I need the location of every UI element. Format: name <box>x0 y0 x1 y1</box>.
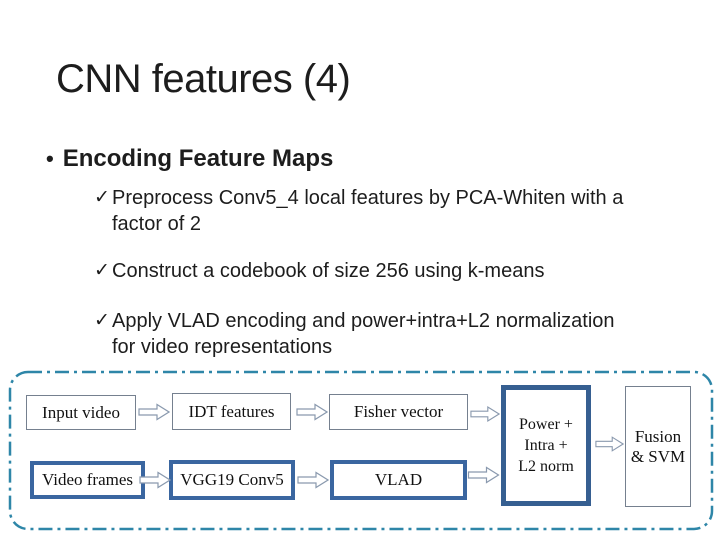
box-label: Fisher vector <box>353 402 444 421</box>
check-item-text: Preprocess Conv5_4 local features by PCA… <box>112 185 623 237</box>
box-label: Video frames <box>41 470 134 489</box>
diagram-box-vgg19-conv5: VGG19 Conv5 <box>169 460 295 500</box>
check-item-line: Apply VLAD encoding and power+intra+L2 n… <box>112 310 615 332</box>
check-item-line: Construct a codebook of size 256 using k… <box>112 260 545 282</box>
diagram-box-fisher-vector: Fisher vector <box>329 394 468 430</box>
diagram-box-power-intra-l2: Power + Intra + L2 norm <box>501 385 591 506</box>
diagram-box-input-video: Input video <box>26 395 136 430</box>
arrow-right-icon <box>467 466 500 484</box>
arrow-right-icon <box>138 403 170 421</box>
check-item: ✓ Construct a codebook of size 256 using… <box>94 258 544 284</box>
box-label: Power + Intra + L2 norm <box>518 414 574 477</box>
arrow-right-icon <box>595 436 624 452</box>
arrow-right-icon <box>139 471 171 489</box>
diagram-box-video-frames: Video frames <box>30 461 145 499</box>
box-label-line: & SVM <box>630 446 686 466</box>
bullet-heading: • Encoding Feature Maps <box>46 145 333 173</box>
arrow-right-icon <box>296 403 328 421</box>
check-item-text: Apply VLAD encoding and power+intra+L2 n… <box>112 308 615 360</box>
check-icon: ✓ <box>94 260 110 281</box>
box-label-line: L2 norm <box>518 458 574 475</box>
check-item-line: Preprocess Conv5_4 local features by PCA… <box>112 187 624 209</box>
check-item: ✓ Apply VLAD encoding and power+intra+L2… <box>94 308 615 360</box>
slide-title: CNN features (4) <box>56 57 351 101</box>
box-label: Fusion & SVM <box>631 427 685 467</box>
diagram-box-fusion-svm: Fusion & SVM <box>625 386 691 507</box>
box-label-line: Fusion <box>634 426 682 446</box>
box-label: VGG19 Conv5 <box>180 470 284 489</box>
diagram-box-idt-features: IDT features <box>172 393 291 430</box>
box-label: Input video <box>42 402 120 422</box>
check-item-text: Construct a codebook of size 256 using k… <box>112 258 544 284</box>
check-item-line: for video representations <box>112 336 333 358</box>
arrow-right-icon <box>470 405 500 423</box>
diagram-box-vlad: VLAD <box>330 460 467 500</box>
bullet-heading-label: Encoding Feature Maps <box>62 145 334 172</box>
box-label: VLAD <box>374 470 423 489</box>
check-icon: ✓ <box>94 187 110 208</box>
check-icon: ✓ <box>94 310 110 331</box>
arrow-right-icon <box>297 471 329 489</box>
box-label: IDT features <box>188 401 275 421</box>
box-label-line: Power + <box>519 416 573 433</box>
check-item-line: factor of 2 <box>112 213 201 235</box>
check-item: ✓ Preprocess Conv5_4 local features by P… <box>94 185 623 237</box>
bullet-icon: • <box>46 146 54 171</box>
box-label-line: Intra + <box>524 437 568 454</box>
